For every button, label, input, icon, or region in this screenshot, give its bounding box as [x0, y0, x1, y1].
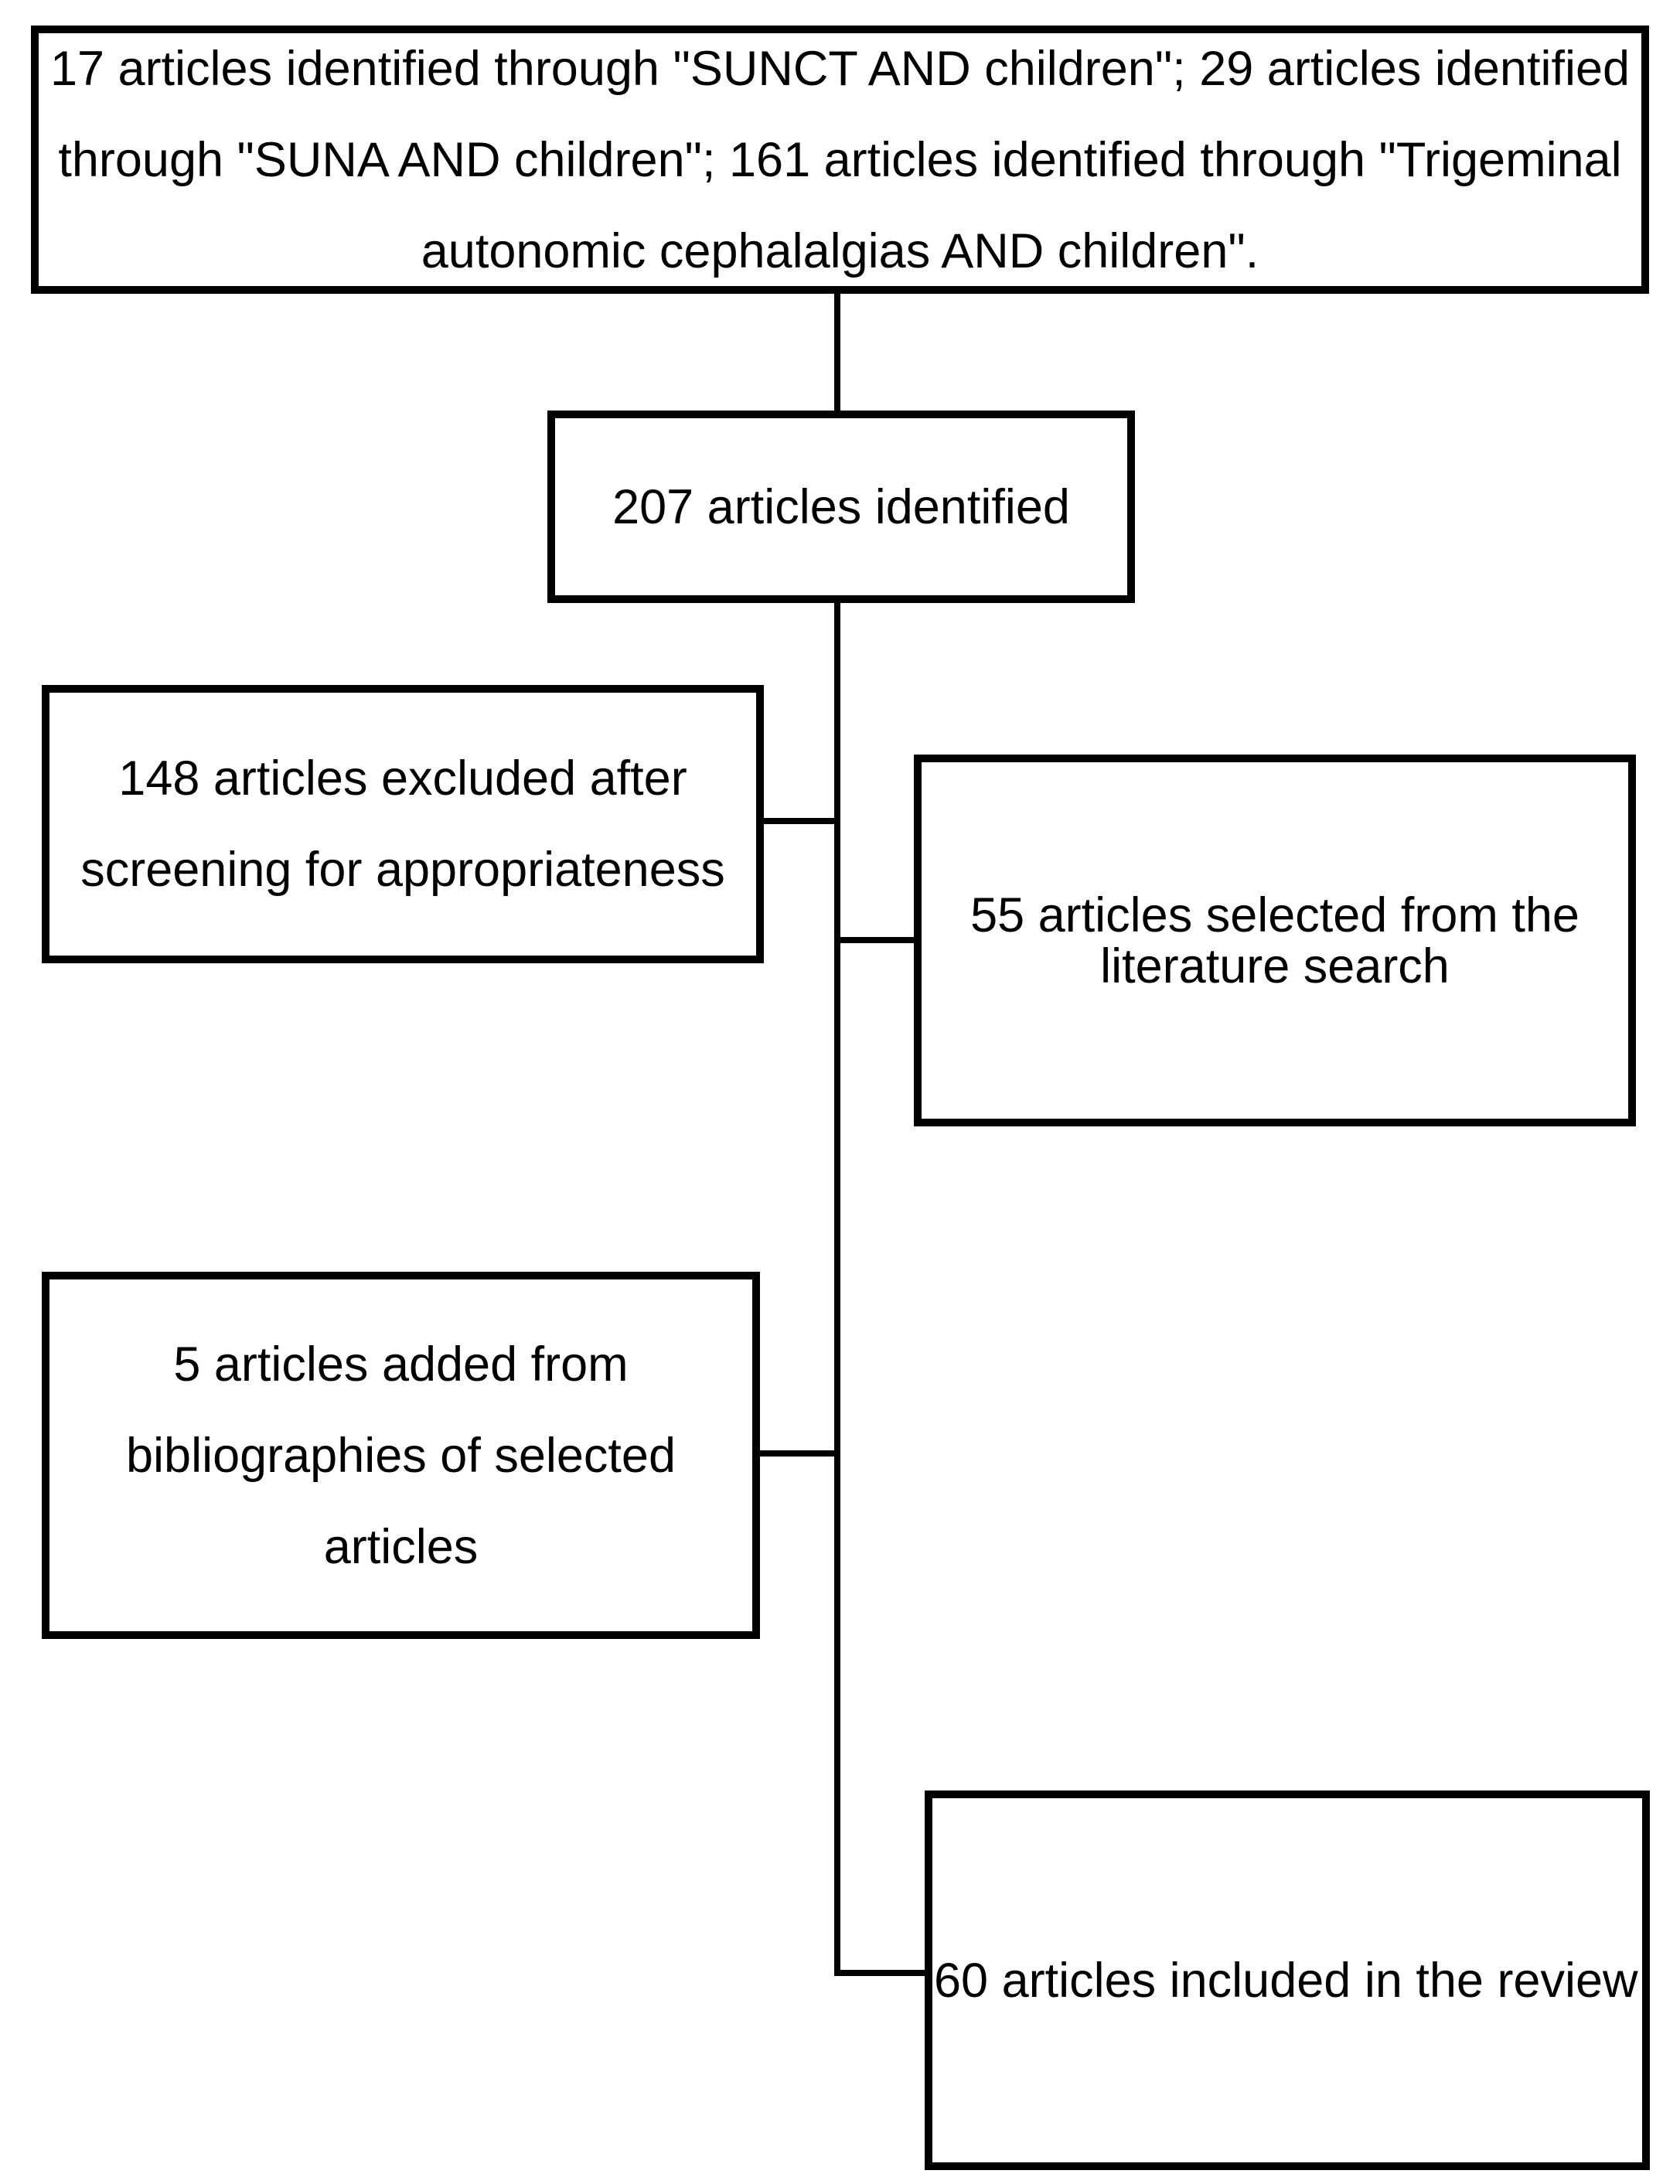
total-articles-text: 207 articles identified [612, 479, 1070, 534]
biblio-line-2: bibliographies of selected [126, 1428, 676, 1483]
flow-box-keyword-search-results: 17 articles identified through "SUNCT AN… [31, 26, 1649, 294]
keyword-results-line-1: 17 articles identified through "SUNCT AN… [49, 41, 1631, 96]
keyword-results-line-2: through "SUNA AND children"; 161 article… [58, 132, 1622, 187]
biblio-line-3: articles [323, 1519, 479, 1574]
flow-box-total-articles-identified: 207 articles identified [547, 411, 1135, 603]
included-text: 60 articles included in the review [934, 1953, 1638, 2008]
biblio-line-1: 5 articles added from [173, 1337, 629, 1392]
connector-spine-to-included-line [834, 1970, 928, 1976]
selected-line-2: literature search [1100, 939, 1450, 993]
excluded-line-1: 148 articles excluded after [118, 751, 687, 806]
flow-box-articles-excluded: 148 articles excluded after screening fo… [42, 685, 764, 963]
connector-spine-to-selected-line [837, 937, 917, 943]
keyword-results-line-3: autonomic cephalalgias AND children". [421, 223, 1259, 278]
connector-spine-to-excluded-line [756, 818, 837, 824]
connector-vertical-spine-line [834, 599, 840, 1976]
flow-box-articles-included-review: 60 articles included in the review [925, 1790, 1650, 2170]
excluded-line-2: screening for appropriateness [80, 843, 725, 897]
flow-box-articles-selected: 55 articles selected from the literature… [914, 755, 1636, 1126]
flow-box-articles-added-bibliographies: 5 articles added from bibliographies of … [42, 1272, 760, 1639]
connector-biblio-to-spine-line [752, 1450, 837, 1457]
selected-line-1: 55 articles selected from the [970, 888, 1579, 942]
connector-keywords-to-total-line [834, 290, 840, 414]
